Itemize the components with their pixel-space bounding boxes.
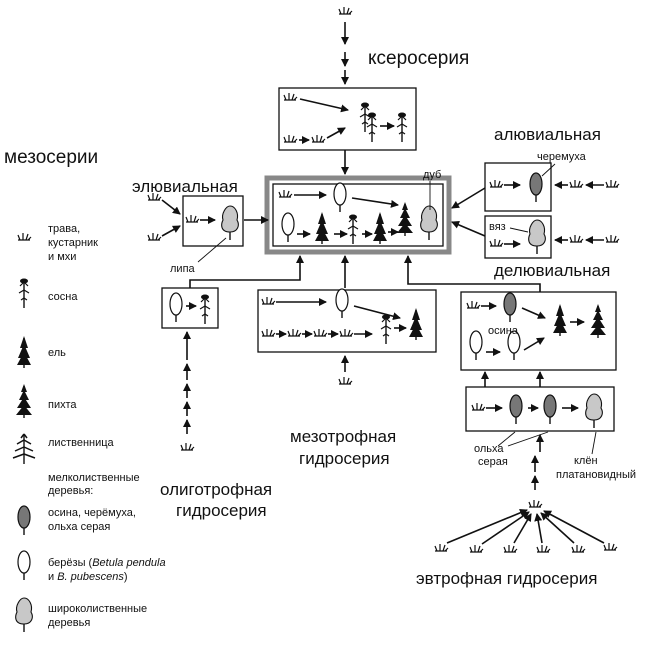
label-oligo-1: олиготрофная <box>160 480 272 499</box>
label-meso-1: мезотрофная <box>290 427 396 446</box>
xeroseries-box <box>278 87 417 151</box>
label-alder-1: ольха <box>474 443 504 455</box>
legend-aspen-1: осина, черёмуха, <box>48 507 136 519</box>
label-maple-2: платановидный <box>556 469 636 481</box>
legend-broadleaf-1: широколиственные <box>48 603 147 615</box>
legend-spruce: ель <box>48 347 66 359</box>
legend-broadleaf-2: деревья <box>48 617 90 629</box>
climax-box-outer <box>264 175 452 255</box>
label-aspen: осина <box>488 325 519 337</box>
label-bird-cherry: черемуха <box>537 151 587 163</box>
oligotrophic-box-content <box>169 292 211 325</box>
climax-box-inner <box>272 183 444 247</box>
label-elm: вяз <box>489 221 506 233</box>
label-meso-2: гидросерия <box>299 449 390 468</box>
label-deluvial: делювиальная <box>494 261 610 280</box>
eluvial-box-content <box>185 205 240 241</box>
legend-pine: сосна <box>48 291 78 303</box>
mesotrophic-box <box>257 289 437 353</box>
deluvial-box-content <box>466 292 607 361</box>
alluvial-box-content <box>489 172 547 255</box>
label-maple-1: клён <box>574 455 598 467</box>
legend: трава, кустарник и мхи сосна ель пихта л… <box>12 223 166 633</box>
eluvial-box <box>182 195 244 247</box>
deluvial-box <box>460 291 617 371</box>
climax-box-content <box>278 182 439 245</box>
alluvial-box-2 <box>484 215 552 259</box>
legend-grass-1: трава, <box>48 223 80 235</box>
label-eluvial: элювиальная <box>132 177 238 196</box>
label-linden: липа <box>170 263 196 275</box>
legend-fir: пихта <box>48 399 77 411</box>
mesotrophic-chain <box>338 355 353 385</box>
label-xeroseries: ксеросерия <box>368 48 469 69</box>
alluvial-box-1 <box>484 162 552 212</box>
legend-aspen-2: ольха серая <box>48 521 110 533</box>
label-oak: дуб <box>423 169 441 181</box>
bottom-connectors <box>189 255 541 292</box>
legend-larch: лиственница <box>48 437 115 449</box>
legend-grass-3: и мхи <box>48 251 76 263</box>
eutrophic-box-content <box>471 393 604 429</box>
label-eutrophic: эвтрофная гидросерия <box>416 569 597 588</box>
legend-small-leaved-1: мелколиственные <box>48 472 140 484</box>
label-mesoseries: мезосерии <box>4 147 98 168</box>
xeroseries-chain <box>338 6 353 85</box>
legend-grass-2: кустарник <box>48 237 98 249</box>
legend-birch-1: берёзы (Betula pendula <box>48 557 166 569</box>
legend-birch-2: и B. pubescens) <box>48 571 128 583</box>
oligotrophic-chain <box>180 331 195 451</box>
label-oligo-2: гидросерия <box>176 501 267 520</box>
legend-small-leaved-2: деревья: <box>48 485 93 497</box>
eutrophic-chain <box>434 455 618 553</box>
mesotrophic-box-content <box>261 288 424 345</box>
label-alluvial: алювиальная <box>494 125 601 144</box>
label-alder-2: серая <box>478 456 508 468</box>
oligotrophic-box <box>161 287 219 329</box>
xeroseries-box-content <box>283 92 408 144</box>
